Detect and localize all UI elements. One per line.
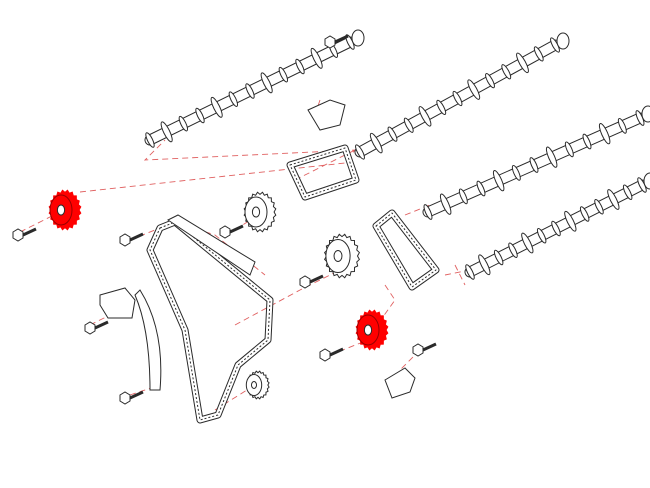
cam-lobe — [452, 90, 463, 107]
cam-lobe — [529, 157, 539, 173]
camshaft-sprocket-left-bore — [56, 204, 66, 216]
tensioner-rail — [134, 289, 162, 391]
chain-tensioner — [99, 287, 136, 319]
bolt-shank — [329, 347, 344, 357]
cam-lobe — [485, 73, 495, 89]
chain-inner — [373, 210, 439, 290]
cam-lobe — [245, 83, 255, 99]
bolt-shank — [94, 320, 109, 330]
cam-lobe — [516, 52, 529, 74]
cam-end-cap — [641, 105, 650, 123]
bolt-shank — [22, 227, 37, 237]
cam-lobe — [467, 79, 481, 100]
cam-lobe — [418, 106, 432, 127]
cam-lobe — [508, 242, 518, 258]
cam-lobe — [476, 180, 486, 197]
chain-guide-upper — [167, 214, 256, 276]
cam-lobe — [594, 199, 604, 215]
bolt-head-icon — [119, 391, 131, 405]
bolt-head-icon — [119, 233, 131, 247]
bolt-shank — [422, 342, 437, 352]
cam-lobe — [228, 91, 239, 107]
cam-lobe — [564, 210, 577, 232]
cam-lobe — [617, 117, 627, 134]
bolt-head-icon — [324, 35, 336, 49]
chain-inner — [287, 145, 359, 200]
cam-lobe — [579, 206, 590, 222]
cam-lobe — [536, 228, 547, 244]
crankshaft-sprocket-bore — [250, 381, 258, 389]
bolt-shank — [129, 390, 144, 400]
cam-lobe — [278, 66, 289, 83]
cam-lobe — [355, 144, 365, 160]
parts — [12, 34, 437, 405]
bolt-shank — [229, 224, 244, 234]
bolt-head-icon — [219, 225, 231, 239]
cam-lobe — [582, 133, 592, 150]
cam-lobe — [439, 193, 452, 215]
tensioner-upper — [307, 99, 346, 131]
cam-lobe — [511, 164, 521, 181]
bolt-head-icon — [319, 348, 331, 362]
cam-lobe — [195, 107, 205, 124]
chain-links — [375, 212, 437, 288]
cam-lobe — [458, 188, 468, 205]
camshafts — [144, 29, 650, 280]
cam-lobe — [607, 189, 620, 210]
cam-lobe — [501, 64, 512, 80]
bolt-shank — [309, 274, 324, 284]
camshaft-adjuster-upper-bore — [251, 206, 261, 218]
cam-lobe — [478, 254, 491, 276]
cam-end-cap — [643, 172, 650, 190]
cam-lobe — [545, 146, 558, 168]
leader-line — [454, 264, 466, 286]
cam-lobe — [521, 232, 534, 254]
cam-lobe — [551, 220, 561, 237]
cam-lobe — [465, 264, 475, 280]
cam-lobe — [492, 170, 505, 192]
cam-lobe — [369, 132, 383, 154]
cam-lobe — [295, 58, 305, 75]
cam-end-cap — [351, 29, 365, 47]
chain-tensioner-right — [384, 367, 416, 399]
leader-line — [79, 139, 356, 193]
bolt-head-icon — [84, 321, 96, 335]
cam-lobe — [598, 123, 611, 145]
leader-line — [234, 269, 341, 326]
leader-line — [89, 309, 121, 326]
bolt-shank — [334, 34, 349, 44]
leader-line — [214, 384, 256, 411]
cam-lobe — [178, 115, 189, 132]
chain-links — [149, 221, 271, 421]
leader-line — [19, 211, 61, 233]
cam-lobe — [160, 121, 173, 143]
cam-lobe — [622, 184, 633, 200]
cam-lobe — [533, 46, 544, 62]
cam-lobe — [387, 126, 398, 142]
cam-lobe — [145, 132, 155, 148]
camshaft-sprocket-right-bore — [363, 324, 373, 336]
bolt-head-icon — [299, 275, 311, 289]
bolt-shank — [129, 232, 144, 242]
bolt-head-icon — [12, 228, 24, 242]
cam-lobe — [260, 72, 273, 94]
cam-lobe — [423, 204, 433, 220]
cam-lobe — [210, 96, 223, 118]
cam-lobe — [403, 117, 414, 133]
cam-lobe — [436, 99, 447, 116]
chain-links — [289, 147, 357, 198]
timing-chains — [134, 144, 440, 424]
bolt-head-icon — [412, 343, 424, 357]
cam-lobe — [310, 47, 323, 69]
cam-end-cap — [556, 32, 570, 50]
leader-line — [129, 384, 161, 396]
cam-lobe — [493, 249, 504, 266]
cam-lobe — [564, 141, 574, 158]
camshaft-adjuster-lower-bore — [333, 250, 343, 262]
